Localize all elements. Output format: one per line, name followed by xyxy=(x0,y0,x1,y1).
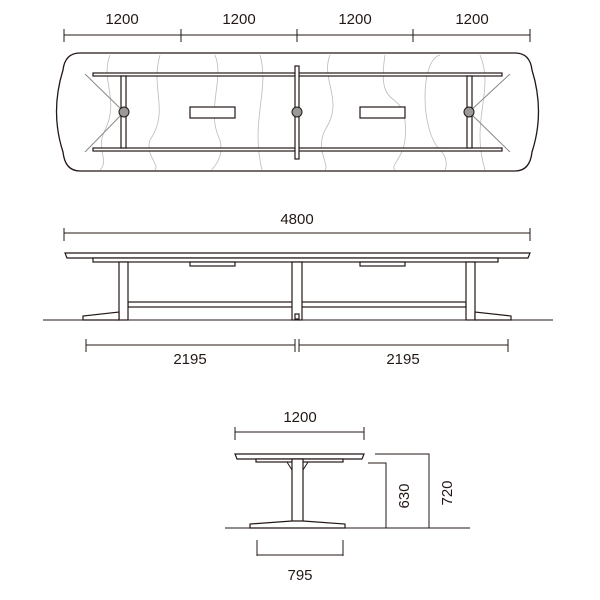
tabletop-outline xyxy=(55,52,540,172)
base-width-label: 795 xyxy=(287,567,312,584)
wire-slot-left xyxy=(189,106,236,119)
top-view: 1200 1200 1200 1200 xyxy=(55,11,540,172)
center-foot xyxy=(294,313,300,320)
end-base xyxy=(249,520,346,529)
width-dimension xyxy=(234,427,365,440)
end-tabletop xyxy=(234,453,365,460)
end-leg xyxy=(291,458,304,528)
side-slot-left xyxy=(189,261,236,267)
leg-center xyxy=(291,261,303,321)
wire-slot-right xyxy=(359,106,406,119)
end-brackets xyxy=(286,461,309,471)
base-width-dimension xyxy=(256,540,344,556)
hub-left xyxy=(118,106,130,118)
table-height-label: 720 xyxy=(439,480,456,505)
apron-height-label: 630 xyxy=(396,483,413,508)
leg-span-right: 2195 xyxy=(386,351,419,368)
side-view: 4800 2195 2195 xyxy=(43,211,553,368)
end-view: 1200 630 720 795 xyxy=(225,409,470,584)
foot-right xyxy=(474,311,512,321)
side-tabletop xyxy=(64,252,531,259)
hub-center xyxy=(291,106,303,118)
side-apron xyxy=(92,257,499,263)
leg-span-dimensions xyxy=(85,339,509,352)
total-length-dimension xyxy=(63,228,531,241)
foot-left xyxy=(82,311,120,321)
side-slot-right xyxy=(359,261,406,267)
width-label: 1200 xyxy=(283,409,316,426)
leg-span-left: 2195 xyxy=(173,351,206,368)
segment-dim-2: 1200 xyxy=(222,11,255,28)
segment-dimension-lines xyxy=(63,29,531,42)
hub-right xyxy=(463,106,475,118)
segment-dim-3: 1200 xyxy=(338,11,371,28)
segment-dim-1: 1200 xyxy=(105,11,138,28)
leg-right xyxy=(465,261,476,321)
wood-grain xyxy=(99,54,486,171)
leg-left xyxy=(118,261,129,321)
total-length-label: 4800 xyxy=(280,211,313,228)
apron-height-dimension xyxy=(368,462,387,528)
table-height-dimension xyxy=(375,453,430,528)
segment-dim-4: 1200 xyxy=(455,11,488,28)
